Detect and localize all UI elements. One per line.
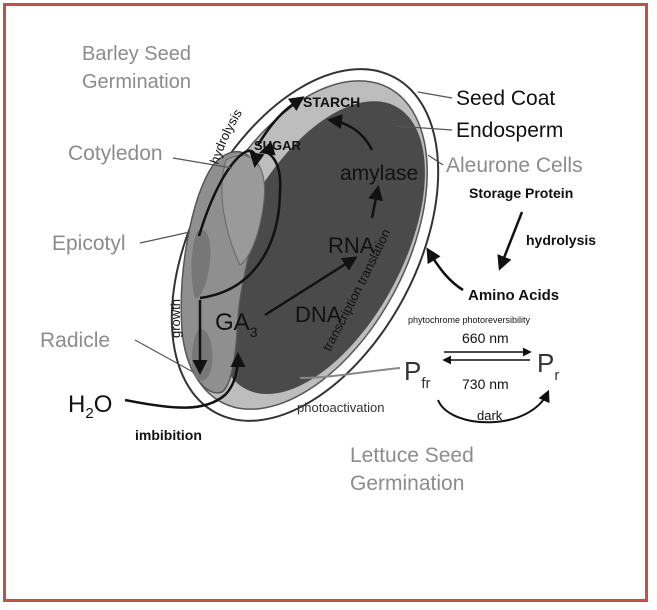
seed-coat-label: Seed Coat bbox=[456, 87, 555, 110]
seed-coat-leader bbox=[418, 92, 452, 98]
starch-label: STARCH bbox=[303, 94, 360, 110]
growth-label: growth bbox=[168, 299, 183, 338]
imbibition-label: imbibition bbox=[135, 427, 202, 443]
photoactivation-label: photoactivation bbox=[297, 400, 384, 415]
pr-label: Pr bbox=[537, 348, 559, 384]
storage-protein-label: Storage Protein bbox=[469, 185, 573, 201]
phytochrome-label: phytochrome photoreversibility bbox=[408, 315, 531, 325]
endosperm-label: Endosperm bbox=[456, 119, 563, 142]
dark-label: dark bbox=[477, 408, 503, 423]
epicotyl-label: Epicotyl bbox=[52, 232, 126, 255]
amino-acids-arrow bbox=[428, 250, 463, 290]
epicotyl-leader bbox=[140, 232, 190, 243]
amylase-label: amylase bbox=[340, 162, 418, 185]
nm660-label: 660 nm bbox=[462, 330, 509, 346]
cotyledon-label: Cotyledon bbox=[68, 142, 163, 165]
dna-label: DNA bbox=[295, 302, 342, 327]
aleurone-label: Aleurone Cells bbox=[446, 154, 583, 177]
nm730-label: 730 nm bbox=[462, 376, 509, 392]
pfr-label: Pfr bbox=[404, 356, 431, 392]
hydrolysis-label: hydrolysis bbox=[526, 232, 596, 248]
radicle-label: Radicle bbox=[40, 329, 110, 352]
lettuce-title-line2: Germination bbox=[350, 472, 464, 495]
lettuce-title-line1: Lettuce Seed bbox=[350, 444, 474, 467]
barley-title-line2: Germination bbox=[82, 71, 191, 93]
amino-acids-label: Amino Acids bbox=[468, 287, 559, 304]
barley-title-line1: Barley Seed bbox=[82, 43, 191, 65]
rna-label: RNA bbox=[328, 233, 375, 258]
hydrolysis-arrow bbox=[500, 212, 522, 268]
h2o-label: H2O bbox=[68, 391, 112, 422]
